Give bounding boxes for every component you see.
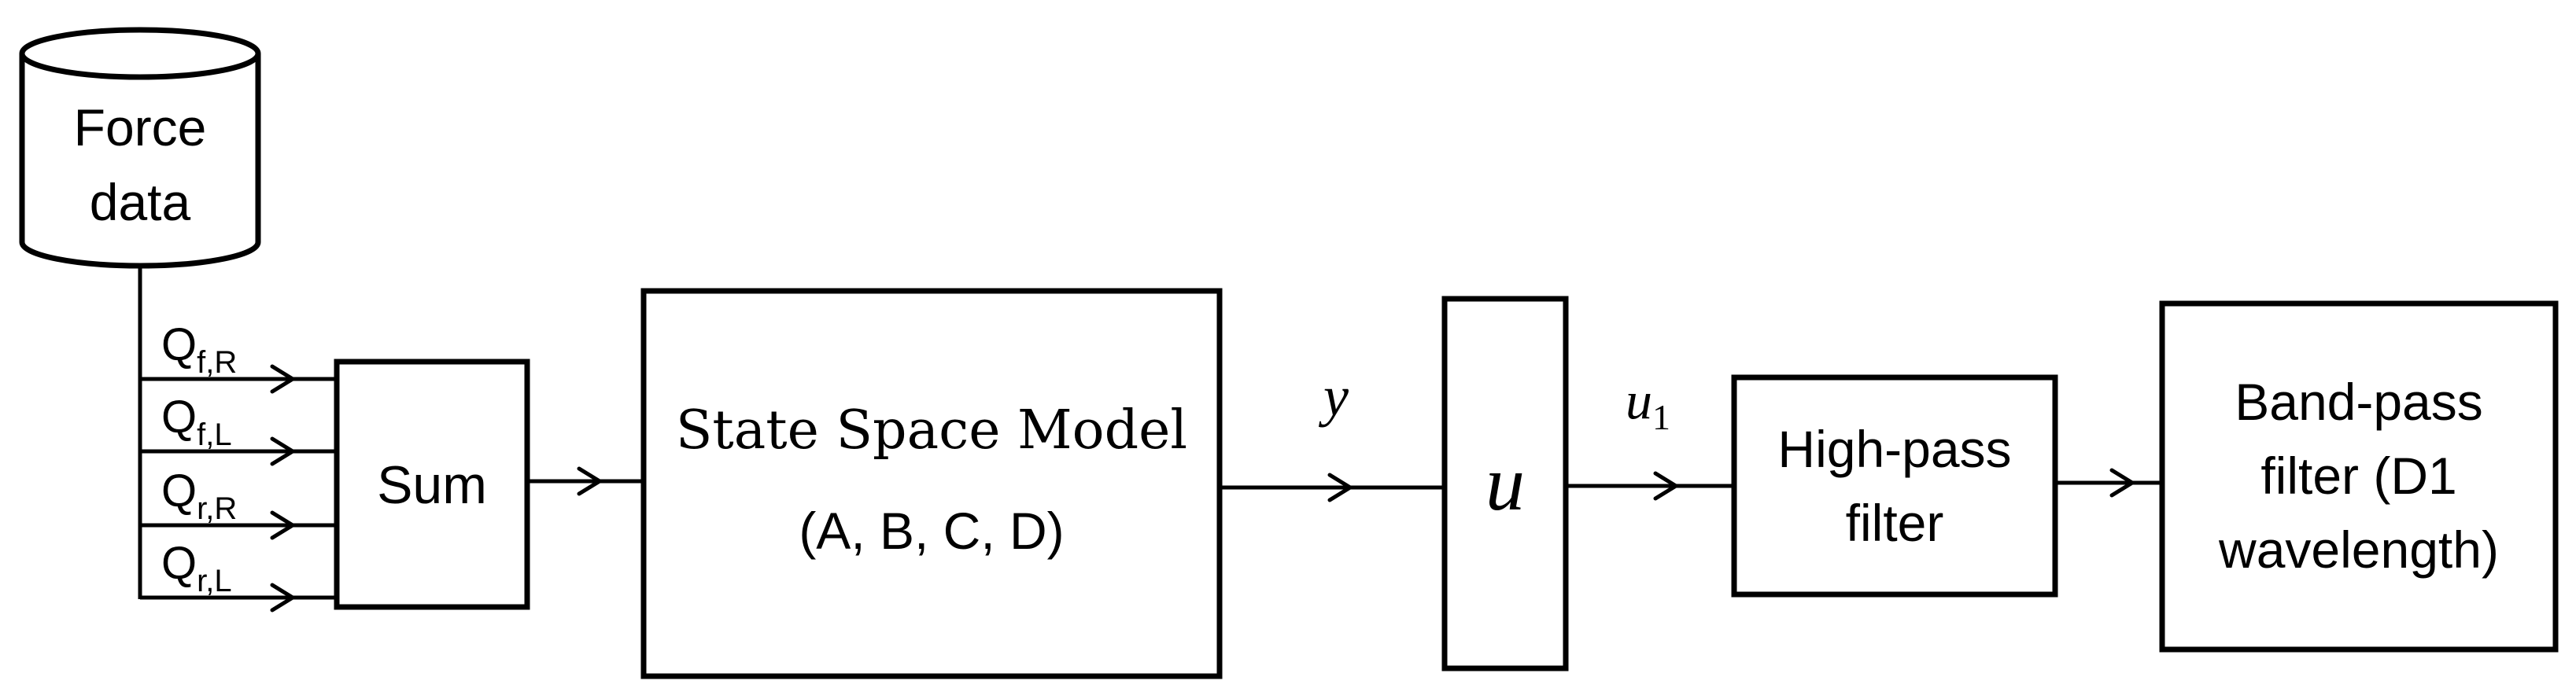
- input-label: Qr,L: [161, 538, 232, 598]
- bandpass-block-frame: [2159, 300, 2559, 653]
- arrowhead: [270, 436, 295, 466]
- input-label: Qf,R: [161, 319, 237, 380]
- arrowhead: [1653, 471, 1678, 501]
- highpass-filter-block: High-pass filter: [1731, 374, 2058, 598]
- arrowhead: [2109, 468, 2135, 498]
- force-data-database: Force data: [19, 27, 261, 269]
- highpass-block-frame: [1731, 374, 2058, 598]
- state-space-model-block: State Space Model (A, B, C, D): [640, 288, 1223, 679]
- sum-block-label: Sum: [377, 455, 487, 515]
- database-label-line1: Force: [74, 98, 207, 156]
- u-block: u: [1441, 296, 1569, 671]
- bandpass-label-line3: wavelength): [2218, 521, 2499, 579]
- input-branch-qfl: Qf,L: [140, 392, 337, 466]
- input-branch-qrr: Qr,R: [140, 465, 337, 540]
- input-branch-qfr: Qf,R: [140, 319, 337, 394]
- bandpass-filter-block: Band-pass filter (D1 wavelength): [2159, 300, 2559, 653]
- arrowhead: [1327, 473, 1353, 502]
- arrowhead: [270, 510, 295, 540]
- arrowhead: [270, 364, 295, 394]
- database-body: [19, 53, 261, 269]
- database-top: [19, 27, 261, 80]
- arrowhead: [577, 466, 602, 496]
- ssm-block-frame: [640, 288, 1223, 679]
- sum-block-frame: [334, 359, 530, 610]
- highpass-label-line2: filter: [1846, 494, 1944, 552]
- database-label-line2: data: [90, 173, 191, 231]
- signal-y-label: y: [1318, 365, 1349, 428]
- bandpass-label-line2: filter (D1: [2260, 447, 2456, 505]
- ssm-block-matrices: (A, B, C, D): [799, 502, 1064, 560]
- u-block-label: u: [1485, 440, 1525, 527]
- highpass-label-line1: High-pass: [1777, 420, 2011, 478]
- arrowhead: [270, 583, 295, 613]
- signal-u1-label: u1: [1626, 370, 1670, 437]
- bandpass-label-line1: Band-pass: [2235, 373, 2483, 431]
- ssm-block-title: State Space Model: [676, 399, 1187, 462]
- input-label: Qf,L: [161, 392, 232, 452]
- input-label: Qr,R: [161, 465, 237, 526]
- input-branch-qrl: Qr,L: [140, 538, 337, 613]
- u-block-frame: [1441, 296, 1569, 671]
- sum-block: Sum: [334, 359, 530, 610]
